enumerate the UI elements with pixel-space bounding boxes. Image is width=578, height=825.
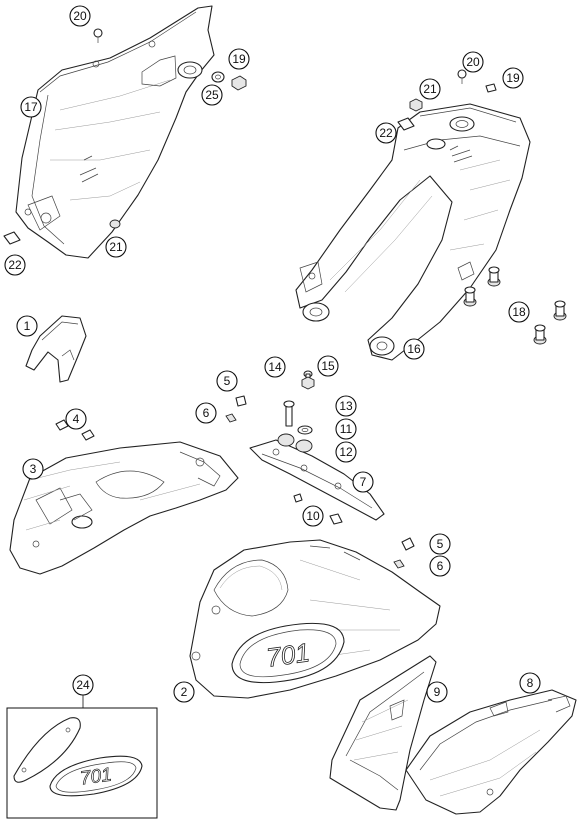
svg-text:18: 18 xyxy=(512,305,526,319)
callout-9: 9 xyxy=(426,681,448,703)
svg-text:22: 22 xyxy=(8,258,22,272)
callout-16: 16 xyxy=(403,338,425,360)
svg-text:21: 21 xyxy=(109,240,123,254)
callout-4: 4 xyxy=(65,408,87,430)
svg-text:8: 8 xyxy=(527,676,534,690)
callout-17: 17 xyxy=(20,96,42,118)
inset-24-badges: 701 xyxy=(6,707,158,819)
part-12-rubber xyxy=(277,433,313,453)
svg-text:2: 2 xyxy=(181,685,188,699)
callout-22-b: 22 xyxy=(375,122,397,144)
part-8-side-panel xyxy=(405,689,577,815)
callout-20-b: 20 xyxy=(462,51,484,73)
svg-text:21: 21 xyxy=(423,82,437,96)
callout-21-b: 21 xyxy=(419,78,441,100)
callout-18: 18 xyxy=(508,301,530,323)
part-7-mounting-rail xyxy=(249,439,385,521)
callout-21-a: 21 xyxy=(105,236,127,258)
callout-5-b: 5 xyxy=(429,533,451,555)
part-18-rubber-mounts xyxy=(463,266,567,345)
part-19-screw-b xyxy=(485,83,497,93)
badge-701-tank: 701 xyxy=(231,622,345,684)
svg-text:20: 20 xyxy=(73,9,87,23)
callout-1: 1 xyxy=(16,315,38,337)
part-22-clip-a xyxy=(3,231,21,245)
callout-7: 7 xyxy=(352,471,374,493)
svg-text:3: 3 xyxy=(30,462,37,476)
callout-24: 24 xyxy=(72,674,94,696)
callout-11: 11 xyxy=(335,418,357,440)
callout-19-b: 19 xyxy=(502,67,524,89)
part-5-screw-a xyxy=(235,395,247,407)
callout-13: 13 xyxy=(335,395,357,417)
inset-badge-701-text: 701 xyxy=(79,764,113,789)
part-1-bracket xyxy=(25,315,87,383)
part-19-nut-a xyxy=(231,75,247,91)
callout-10: 10 xyxy=(302,505,324,527)
part-11-washer xyxy=(297,425,313,435)
part-17-frame-cover xyxy=(15,5,215,259)
callout-20-a: 20 xyxy=(69,5,91,27)
callout-2: 2 xyxy=(173,681,195,703)
svg-text:12: 12 xyxy=(339,445,353,459)
svg-text:6: 6 xyxy=(437,559,444,573)
part-21-nut-a xyxy=(109,219,121,229)
part-20-screw-b xyxy=(457,69,467,84)
svg-text:6: 6 xyxy=(203,406,210,420)
part-20-screw-a xyxy=(93,28,103,43)
svg-text:7: 7 xyxy=(360,475,367,489)
svg-text:19: 19 xyxy=(506,71,520,85)
part-6-nut-b xyxy=(393,559,405,569)
part-3-tank-cover xyxy=(9,441,239,575)
callout-6-b: 6 xyxy=(429,555,451,577)
part-9-side-panel xyxy=(329,655,437,811)
svg-text:5: 5 xyxy=(224,374,231,388)
part-4-screws xyxy=(55,419,95,441)
part-15-nut xyxy=(301,376,315,390)
callout-6-a: 6 xyxy=(195,402,217,424)
part-2-tank-side-cover: 701 xyxy=(189,539,441,699)
svg-text:9: 9 xyxy=(434,685,441,699)
part-22-clip-b xyxy=(397,117,415,131)
svg-text:22: 22 xyxy=(379,126,393,140)
callouts: 20 19 25 17 21 22 20 19 21 22 18 16 1 14… xyxy=(4,5,541,703)
callout-22-a: 22 xyxy=(4,254,26,276)
callout-8: 8 xyxy=(519,672,541,694)
callout-25: 25 xyxy=(201,84,223,106)
svg-text:20: 20 xyxy=(466,55,480,69)
svg-text:14: 14 xyxy=(268,360,282,374)
svg-text:25: 25 xyxy=(205,88,219,102)
inset-badge-plate xyxy=(13,717,81,783)
svg-text:24: 24 xyxy=(76,678,90,692)
part-6-nut-a xyxy=(225,413,237,423)
callout-19-a: 19 xyxy=(228,48,250,70)
part-13-bolt xyxy=(283,400,295,427)
badge-701-tank-text: 701 xyxy=(264,637,311,673)
callout-14: 14 xyxy=(264,356,286,378)
callout-12: 12 xyxy=(335,441,357,463)
svg-text:16: 16 xyxy=(407,342,421,356)
svg-text:10: 10 xyxy=(306,509,320,523)
part-10-clip xyxy=(293,493,343,525)
callout-5-a: 5 xyxy=(216,370,238,392)
svg-text:17: 17 xyxy=(24,100,38,114)
svg-text:4: 4 xyxy=(73,412,80,426)
callout-15: 15 xyxy=(317,355,339,377)
svg-text:19: 19 xyxy=(232,52,246,66)
svg-text:15: 15 xyxy=(321,359,335,373)
svg-text:11: 11 xyxy=(340,422,353,436)
svg-text:13: 13 xyxy=(339,399,353,413)
part-5-screw-b xyxy=(401,537,415,551)
inset-badge-701: 701 xyxy=(49,755,143,797)
svg-text:1: 1 xyxy=(24,319,31,333)
callout-3: 3 xyxy=(22,458,44,480)
part-21-nut-b xyxy=(409,98,423,112)
svg-text:5: 5 xyxy=(437,537,444,551)
part-16-rear-subframe xyxy=(295,103,531,361)
part-25-washer xyxy=(211,71,225,83)
